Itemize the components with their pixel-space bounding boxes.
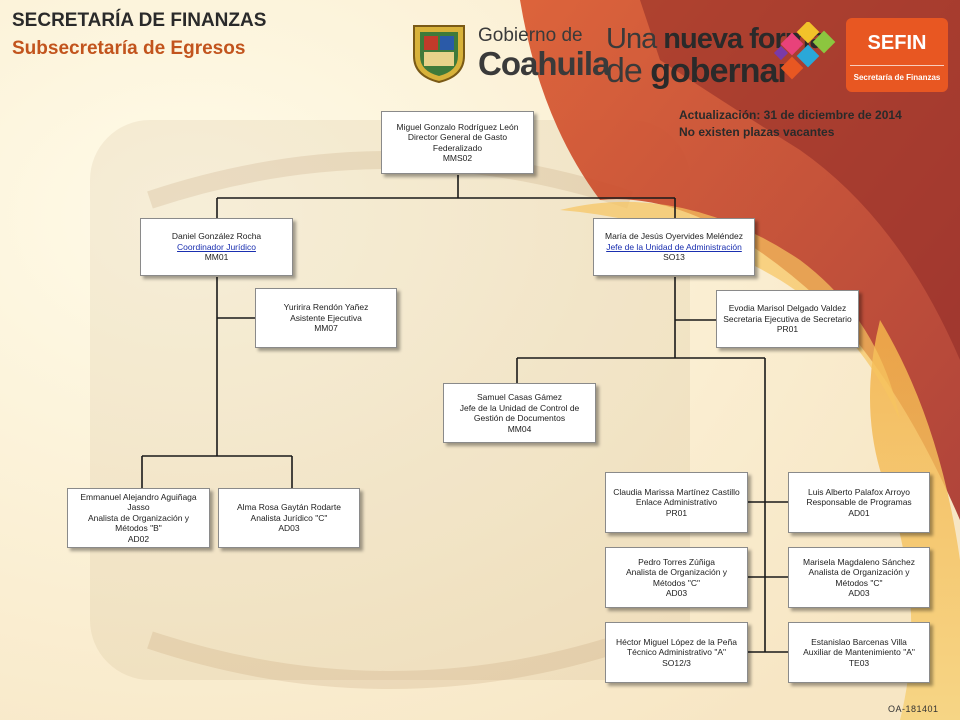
node-name: Daniel González Rocha	[171, 231, 262, 242]
node-code: PR01	[776, 324, 799, 335]
node-role: Secretaria Ejecutiva de Secretario	[723, 313, 852, 324]
node-analista-c-1: Pedro Torres Zúñiga Analista de Organiza…	[605, 547, 748, 608]
slogan-line1-a: Una	[606, 23, 664, 55]
node-code: AD03	[278, 523, 300, 534]
node-role: Analista Jurídico "C"	[250, 512, 328, 523]
node-name: Emmanuel Alejandro Aguiñaga Jasso	[80, 491, 197, 513]
node-role: Responsable de Programas	[806, 497, 912, 508]
coahuila-coat-of-arms-icon	[413, 25, 465, 84]
node-name: Luis Alberto Palafox Arroyo	[807, 486, 911, 497]
node-name: Héctor Miguel López de la Peña	[616, 636, 737, 647]
node-role-link[interactable]: Jefe de la Unidad de Administración	[606, 241, 742, 252]
node-role: Enlace Administrativo	[635, 497, 718, 508]
node-jefe-admin[interactable]: María de Jesús Oyervides Meléndez Jefe d…	[593, 218, 755, 276]
node-name: Yuririra Rendón Yañez	[283, 302, 369, 313]
node-code: MM07	[314, 323, 338, 334]
node-name: Marisela Magdaleno Sánchez	[803, 556, 915, 567]
node-analista-juridico: Alma Rosa Gaytán Rodarte Analista Jurídi…	[218, 488, 360, 548]
slogan-line1-b: nueva forma	[663, 23, 825, 55]
slogan-line2-b: gobernar	[650, 52, 790, 90]
node-code: AD02	[127, 533, 150, 544]
node-enlace: Claudia Marissa Martínez Castillo Enlace…	[605, 472, 748, 533]
node-name: María de Jesús Oyervides Meléndez	[605, 231, 743, 242]
document-code: OA-181401	[888, 704, 939, 714]
node-role-link[interactable]: Coordinador Jurídico	[177, 241, 256, 252]
node-code: SO13	[663, 252, 685, 263]
node-analista-c-2: Marisela Magdaleno Sánchez Analista de O…	[788, 547, 930, 608]
node-name: Estanislao Barcenas Villa	[811, 636, 907, 647]
node-analista-b: Emmanuel Alejandro Aguiñaga Jasso Analis…	[67, 488, 210, 548]
gobierno-coahuila-logo: Gobierno de Coahuila	[478, 25, 610, 82]
vacancy-note: No existen plazas vacantes	[679, 125, 835, 139]
node-code: TE03	[848, 657, 870, 668]
node-role: Director General de Gasto Federalizado	[407, 132, 508, 153]
node-secretaria: Evodia Marisol Delgado Valdez Secretaria…	[716, 290, 859, 348]
slogan-line2-a: de	[606, 52, 651, 90]
slogan-logo: Una nueva forma de gobernar	[606, 23, 826, 90]
page-title: SECRETARÍA DE FINANZAS	[12, 10, 267, 31]
sefin-subtitle: Secretaría de Finanzas	[853, 73, 941, 82]
node-code: AD01	[848, 507, 870, 518]
node-code: AD03	[848, 588, 870, 598]
node-code: MM01	[204, 252, 229, 263]
node-role: Analista de Organización y Métodos "C"	[808, 567, 910, 588]
node-code: MM04	[507, 423, 532, 434]
update-date: Actualización: 31 de diciembre de 2014	[679, 108, 902, 122]
node-role: Técnico Administrativo "A"	[626, 647, 727, 658]
update-notice: Actualización: 31 de diciembre de 2014 N…	[679, 107, 902, 141]
page-subtitle: Subsecretaría de Egresos	[12, 38, 246, 59]
node-name: Miguel Gonzalo Rodríguez León	[396, 121, 519, 132]
logo-gobierno-text: Gobierno de	[478, 25, 583, 46]
node-role: Analista de Organización y Métodos "C"	[625, 567, 728, 588]
node-role: Asistente Ejecutiva	[290, 312, 362, 323]
node-code: AD03	[665, 588, 688, 598]
node-code: MMS02	[442, 153, 473, 163]
slogan-diamonds-icon	[773, 22, 836, 80]
sefin-logo: SEFIN Secretaría de Finanzas	[846, 18, 948, 92]
sefin-title: SEFIN	[867, 32, 927, 54]
node-name: Claudia Marissa Martínez Castillo	[613, 486, 740, 497]
node-resp-programas: Luis Alberto Palafox Arroyo Responsable …	[788, 472, 930, 533]
node-coord-juridico[interactable]: Daniel González Rocha Coordinador Jurídi…	[140, 218, 293, 276]
node-auxiliar: Estanislao Barcenas Villa Auxiliar de Ma…	[788, 622, 930, 683]
node-name: Evodia Marisol Delgado Valdez	[728, 303, 847, 314]
node-role: Jefe de la Unidad de Control de Gestión …	[459, 402, 580, 424]
node-role: Analista de Organización y Métodos "B"	[87, 512, 190, 534]
node-name: Alma Rosa Gaytán Rodarte	[237, 502, 341, 513]
node-tecnico: Héctor Miguel López de la Peña Técnico A…	[605, 622, 748, 683]
logo-coahuila-text: Coahuila	[478, 45, 610, 82]
sefin-divider	[850, 65, 944, 66]
node-name: Samuel Casas Gámez	[476, 392, 563, 402]
node-code: SO12/3	[662, 657, 691, 668]
node-asistente: Yuririra Rendón Yañez Asistente Ejecutiv…	[255, 288, 397, 348]
node-code: PR01	[665, 507, 688, 518]
node-control-documentos: Samuel Casas Gámez Jefe de la Unidad de …	[443, 383, 596, 443]
node-role: Auxiliar de Mantenimiento "A"	[803, 647, 915, 658]
node-name: Pedro Torres Zúñiga	[638, 556, 715, 567]
node-director: Miguel Gonzalo Rodríguez León Director G…	[381, 111, 534, 174]
